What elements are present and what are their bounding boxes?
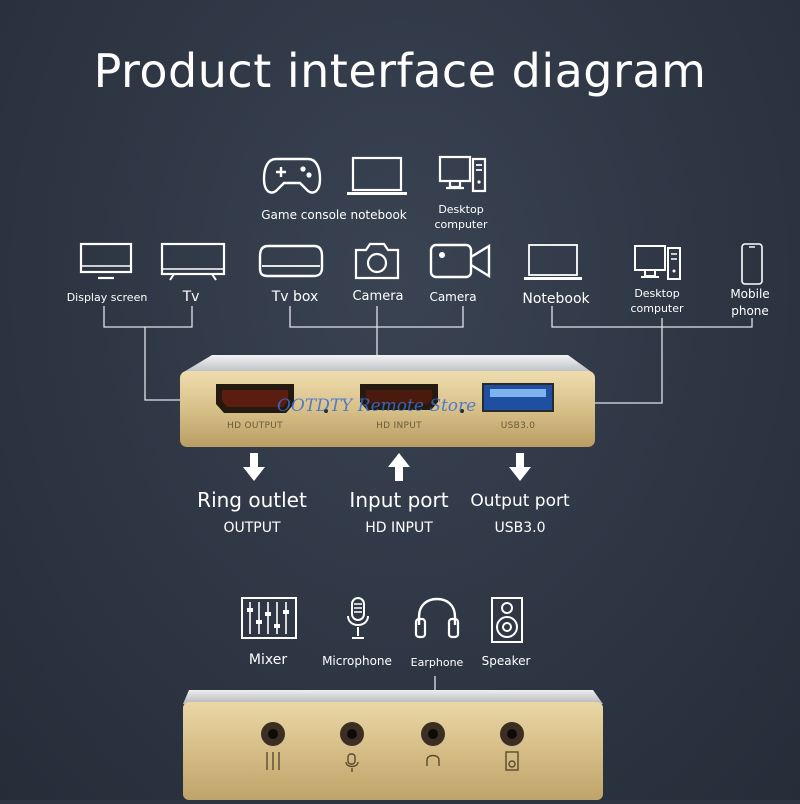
desktop-computer-icon-2 — [633, 243, 683, 283]
store-watermark: OOTDTY Remote Store — [277, 396, 477, 416]
mixer-label: Mixer — [248, 652, 288, 668]
arrow-down-icon-2 — [507, 451, 533, 483]
tv-icon — [160, 242, 226, 282]
mobile-label-1: Mobile — [730, 287, 770, 301]
mobile-label-2: phone — [731, 304, 769, 318]
output-port-caption: Output port — [470, 491, 570, 511]
display-screen-label: Display screen — [66, 291, 148, 304]
speaker-icon — [490, 596, 524, 644]
device-back-view — [183, 690, 603, 800]
headphone-icon — [413, 595, 461, 641]
tv-box-icon — [258, 242, 324, 282]
tv-label: Tv — [182, 289, 200, 305]
camera-label-2: Camera — [429, 290, 477, 304]
speaker-label: Speaker — [481, 654, 531, 668]
usb-subcaption: USB3.0 — [494, 520, 546, 536]
earphone-label: Earphone — [410, 656, 464, 669]
arrow-up-icon — [386, 451, 412, 483]
monitor-icon — [78, 242, 134, 282]
output-subcaption: OUTPUT — [223, 520, 281, 536]
desktop-computer-icon — [438, 153, 488, 195]
hd-input-subcaption: HD INPUT — [365, 520, 433, 536]
usb-port-label: USB3.0 — [500, 421, 536, 431]
notebook-label: Notebook — [522, 291, 590, 307]
camera-label-1: Camera — [352, 289, 404, 304]
microphone-label: Microphone — [322, 654, 392, 668]
notebook-laptop-icon — [522, 243, 584, 283]
hd-output-port-label: HD OUTPUT — [227, 421, 283, 431]
laptop-icon — [345, 156, 409, 198]
microphone-icon — [345, 596, 371, 642]
mixer-icon — [240, 596, 298, 640]
tv-box-label: Tv box — [271, 289, 319, 305]
mobile-phone-icon — [740, 242, 764, 286]
page-title: Product interface diagram — [93, 44, 707, 98]
hd-input-port-label: HD INPUT — [376, 421, 422, 431]
top-desktop-label-1: Desktop — [438, 203, 484, 216]
arrow-down-icon — [241, 451, 267, 483]
device-front-view: HD OUTPUT HD INPUT USB3.0 — [180, 355, 595, 447]
camera-icon — [352, 240, 402, 282]
desktop-label-1: Desktop — [634, 287, 680, 300]
gamepad-icon — [262, 153, 322, 199]
desktop-label-2: computer — [630, 302, 684, 315]
top-row-label: Game console notebook — [261, 208, 407, 222]
input-port-caption: Input port — [349, 488, 449, 512]
top-desktop-label-2: computer — [434, 218, 488, 231]
ring-outlet-caption: Ring outlet — [197, 488, 307, 512]
video-camera-icon — [428, 240, 492, 282]
